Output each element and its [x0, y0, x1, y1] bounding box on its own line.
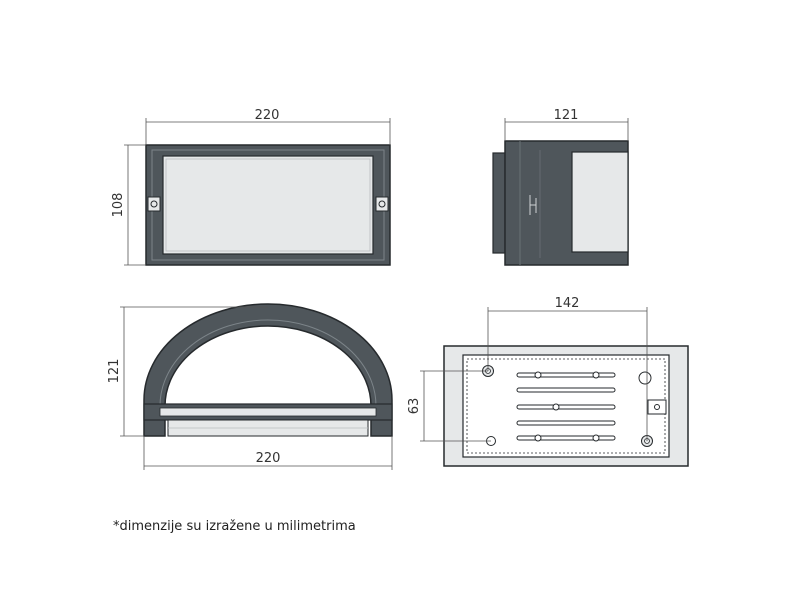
front-height-label: 108	[111, 193, 126, 218]
ventilation-slots	[516, 372, 616, 441]
side-clip-icon	[529, 195, 537, 215]
arc-width-dimension	[143, 436, 393, 470]
arc-height-dimension	[120, 306, 268, 437]
arc-height-label: 121	[107, 359, 122, 384]
back-hole-vertical-label: 63	[407, 398, 422, 415]
front-width-label: 220	[255, 108, 280, 123]
hole-top-right-icon	[638, 371, 652, 385]
side-view	[492, 140, 629, 266]
side-plate	[492, 152, 506, 254]
side-depth-dimension	[504, 118, 629, 141]
arc-width-label: 220	[256, 451, 281, 466]
back-view	[443, 345, 689, 467]
front-glass	[162, 155, 374, 255]
slot-pins	[534, 371, 600, 442]
units-note: *dimenzije su izražene u milimetrima	[113, 519, 356, 534]
front-width-dimension	[145, 118, 391, 145]
arc-view	[143, 303, 393, 437]
side-recess	[571, 151, 629, 253]
back-hole-spacing-dimension	[487, 307, 648, 441]
left-screw-icon	[147, 196, 161, 212]
arc-inner-line	[159, 319, 377, 407]
front-view	[145, 144, 391, 266]
front-glass-inner	[165, 158, 371, 252]
back-hole-spacing-label: 142	[555, 296, 580, 311]
side-depth-label: 121	[554, 108, 579, 123]
arc-base-glass	[159, 407, 377, 417]
front-height-dimension	[124, 144, 146, 266]
right-screw-icon	[375, 196, 389, 212]
back-hole-vertical-dimension	[420, 370, 491, 442]
back-clip-icon	[647, 399, 667, 415]
